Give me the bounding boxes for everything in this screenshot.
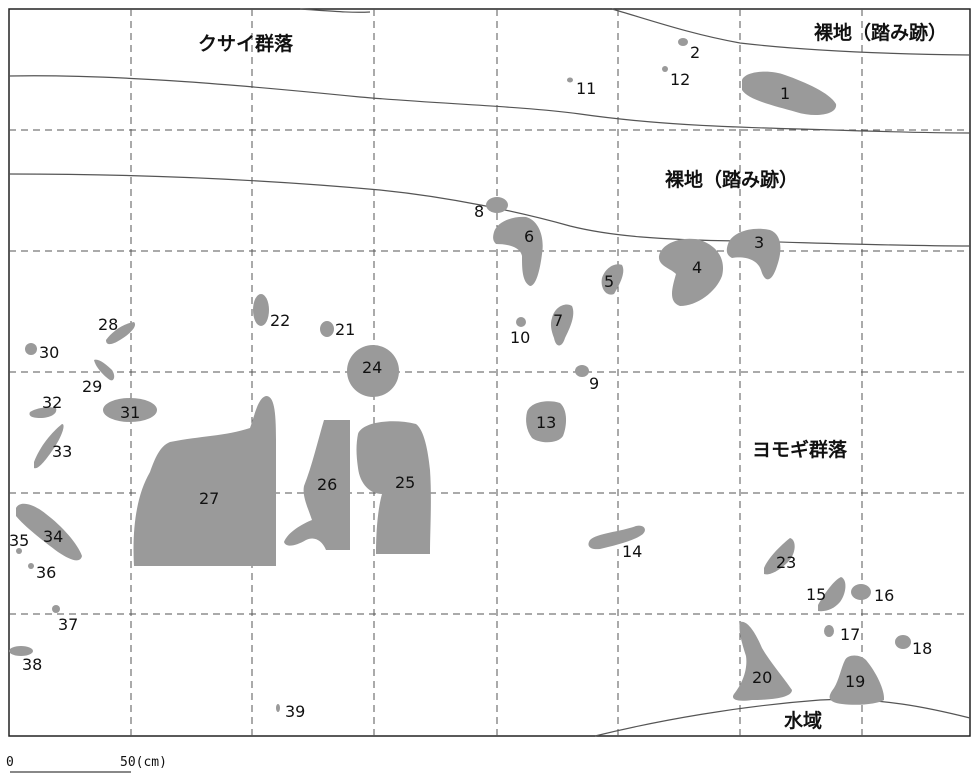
patch-35 [16, 548, 22, 554]
zone-label-yomogi: ヨモギ群落 [752, 438, 848, 461]
patch-label-13: 13 [536, 413, 556, 432]
patch-12 [662, 66, 668, 72]
patch-11 [567, 77, 573, 83]
patch-26 [284, 420, 350, 550]
patch-label-34: 34 [43, 527, 63, 546]
patch-label-24: 24 [362, 358, 382, 377]
patch-38 [9, 646, 33, 656]
patch-label-7: 7 [553, 311, 563, 330]
patch-label-19: 19 [845, 672, 865, 691]
patch-number-labels: 1 2 3 4 5 6 7 8 9 10 11 12 13 14 15 16 1… [9, 43, 932, 721]
patch-label-18: 18 [912, 639, 932, 658]
patch-28 [106, 322, 136, 345]
patches [9, 38, 911, 712]
patch-label-35: 35 [9, 531, 29, 550]
patch-label-29: 29 [82, 377, 102, 396]
patch-label-38: 38 [22, 655, 42, 674]
patch-label-1: 1 [780, 84, 790, 103]
patch-label-6: 6 [524, 227, 534, 246]
patch-3 [726, 228, 781, 280]
patch-30 [25, 343, 37, 355]
patch-15 [818, 577, 846, 612]
patch-10 [516, 317, 526, 327]
patch-label-20: 20 [752, 668, 772, 687]
zone-label-bare-top: 裸地（踏み跡） [814, 21, 947, 44]
boundary-lines [8, 8, 971, 737]
patch-13 [526, 401, 567, 443]
patch-label-25: 25 [395, 473, 415, 492]
patch-31 [103, 398, 157, 422]
patch-label-27: 27 [199, 489, 219, 508]
patch-label-23: 23 [776, 553, 796, 572]
patch-8 [486, 197, 508, 213]
patch-label-22: 22 [270, 311, 290, 330]
patch-27 [133, 396, 276, 566]
patch-5 [601, 264, 624, 295]
patch-label-15: 15 [806, 585, 826, 604]
patch-33 [34, 424, 64, 469]
patch-17 [824, 625, 834, 637]
patch-7 [550, 304, 574, 346]
patch-label-9: 9 [589, 374, 599, 393]
patch-label-28: 28 [98, 315, 118, 334]
patch-18 [895, 635, 911, 649]
patch-label-26: 26 [317, 475, 337, 494]
patch-label-33: 33 [52, 442, 72, 461]
patch-29 [94, 359, 115, 381]
patch-label-8: 8 [474, 202, 484, 221]
patch-2 [678, 38, 688, 46]
patch-label-12: 12 [670, 70, 690, 89]
patch-label-32: 32 [42, 393, 62, 412]
patch-label-3: 3 [754, 233, 764, 252]
grid-lines [9, 9, 970, 736]
patch-23 [764, 538, 795, 575]
patch-label-16: 16 [874, 586, 894, 605]
patch-22 [253, 294, 269, 326]
patch-9 [575, 365, 589, 377]
scale-bar: 0 50(cm) [6, 755, 167, 773]
zone-label-kusai: クサイ群落 [198, 32, 294, 55]
patch-34 [16, 503, 82, 561]
patch-16 [851, 584, 871, 600]
patch-39 [276, 704, 280, 712]
patch-label-2: 2 [690, 43, 700, 62]
patch-1 [742, 71, 837, 116]
patch-6 [493, 216, 543, 286]
patch-label-21: 21 [335, 320, 355, 339]
patch-32 [29, 407, 57, 418]
patch-37 [52, 605, 60, 613]
patch-19 [829, 655, 885, 705]
zone-labels: クサイ群落 裸地（踏み跡） 裸地（踏み跡） ヨモギ群落 水域 [198, 21, 947, 732]
patch-4 [658, 238, 724, 306]
patch-label-5: 5 [604, 272, 614, 291]
patch-label-4: 4 [692, 258, 702, 277]
patch-36 [28, 563, 34, 569]
patch-20 [732, 621, 792, 701]
scale-zero-label: 0 [6, 755, 14, 770]
patch-label-10: 10 [510, 328, 530, 347]
patch-label-14: 14 [622, 542, 642, 561]
patch-label-37: 37 [58, 615, 78, 634]
patch-label-17: 17 [840, 625, 860, 644]
patch-14 [588, 525, 645, 550]
patch-label-11: 11 [576, 79, 596, 98]
patch-label-30: 30 [39, 343, 59, 362]
patch-21 [320, 321, 334, 337]
patch-24 [347, 345, 399, 397]
patch-label-39: 39 [285, 702, 305, 721]
scale-fifty-label: 50(cm) [120, 755, 167, 770]
zone-label-water: 水域 [784, 709, 822, 732]
patch-25 [356, 421, 431, 554]
zone-label-bare-mid: 裸地（踏み跡） [665, 168, 798, 191]
patch-label-31: 31 [120, 403, 140, 422]
patch-label-36: 36 [36, 563, 56, 582]
